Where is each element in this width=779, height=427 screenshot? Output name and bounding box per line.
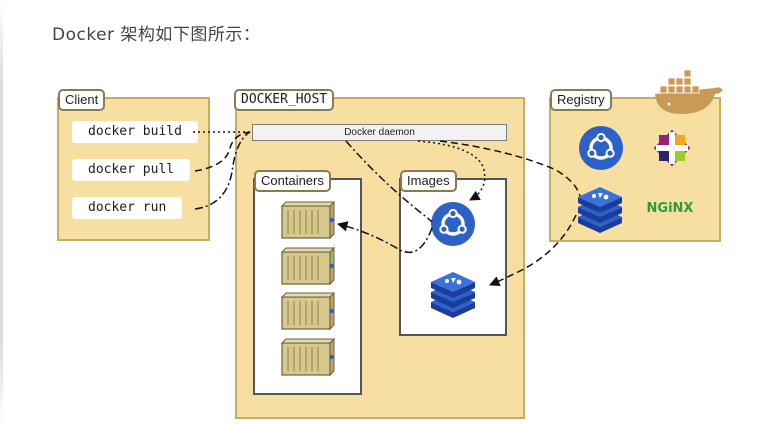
docker-pull-command: docker pull bbox=[72, 159, 191, 181]
client-label: Client bbox=[58, 89, 106, 111]
registry-label: Registry bbox=[550, 89, 612, 111]
containers-label: Containers bbox=[254, 170, 331, 192]
docker-daemon-bar: Docker daemon bbox=[252, 124, 507, 141]
docker-build-command: docker build bbox=[72, 121, 198, 143]
images-label: Images bbox=[400, 170, 457, 192]
page-left-rule bbox=[0, 0, 3, 427]
images-panel bbox=[399, 178, 507, 336]
docker-run-command: docker run bbox=[72, 197, 183, 219]
page-heading: Docker 架构如下图所示： bbox=[52, 25, 261, 45]
registry-panel bbox=[549, 97, 721, 242]
docker-host-label: DOCKER_HOST bbox=[234, 89, 335, 111]
containers-panel bbox=[253, 178, 362, 395]
